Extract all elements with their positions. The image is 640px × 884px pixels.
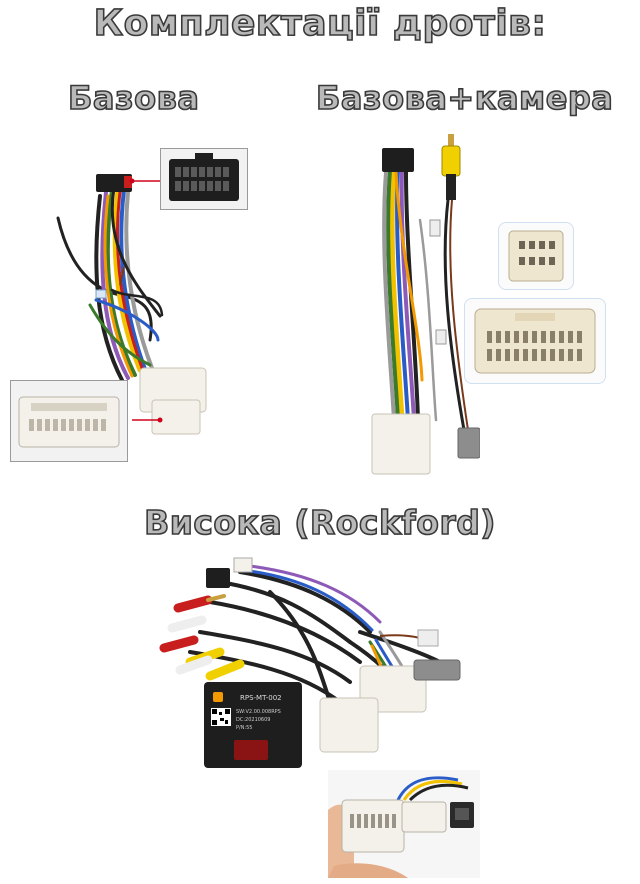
basic-inset-black-connector — [160, 148, 248, 210]
rockford-module: RPS-MT-002 SW:V2.00.008RPS DC:20210609 P… — [204, 682, 302, 768]
basic-inset-white-connector — [10, 380, 128, 462]
camera-harness-photo — [371, 134, 480, 475]
module-dc: DC:20210609 — [236, 717, 271, 723]
page-title: Комплектації дротів: — [93, 2, 547, 45]
heading-basic: Базова — [67, 78, 200, 118]
module-logo-icon — [213, 692, 223, 702]
camera-inset-small-connector — [498, 222, 574, 290]
connectors-in-hand-photo — [328, 770, 480, 878]
module-sw: SW:V2.00.008RPS — [236, 709, 281, 715]
module-model: RPS-MT-002 — [240, 694, 282, 702]
qr-code-icon — [211, 708, 231, 726]
module-socket — [234, 740, 268, 760]
rockford-harness-photo — [159, 557, 461, 753]
basic-harness-photo — [56, 174, 207, 435]
heading-basic-camera: Базова+камера — [315, 78, 614, 118]
camera-inset-large-connector — [464, 298, 606, 384]
module-pn: P/N:55 — [236, 725, 253, 731]
heading-high-rockford: Висока (Rockford) — [143, 502, 496, 543]
